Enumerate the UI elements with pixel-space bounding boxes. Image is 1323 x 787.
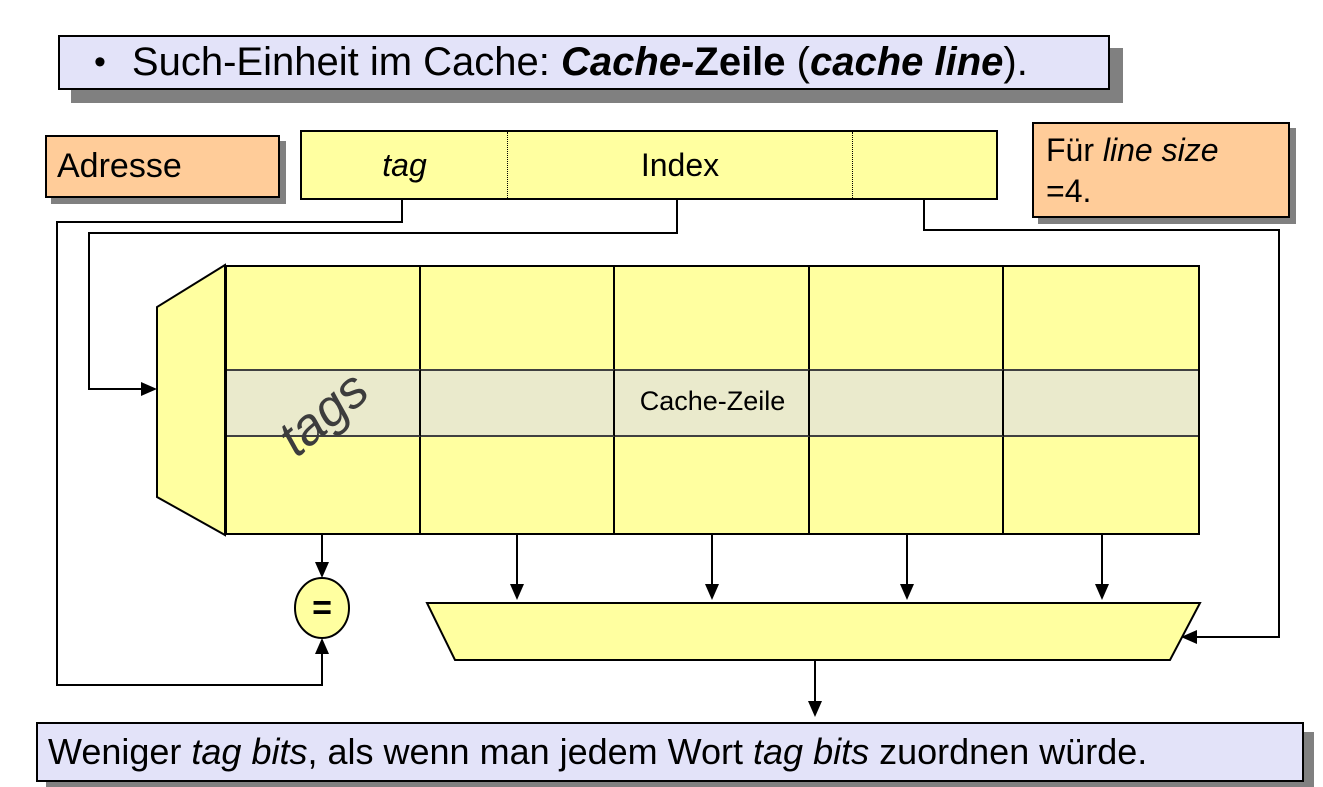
arrowhead-up-comparator xyxy=(315,638,329,654)
arrowhead-left-mux xyxy=(1181,630,1197,644)
mux-shape xyxy=(425,602,1202,661)
col1-arrowhead xyxy=(315,562,329,578)
adresse-box: Adresse xyxy=(45,135,280,198)
address-offset-field xyxy=(852,132,996,198)
bottom-note-text: Weniger tag bits, als wenn man jedem Wor… xyxy=(48,731,1148,772)
table-cell xyxy=(615,267,810,369)
table-cell xyxy=(810,437,1004,533)
cache-line-row-cell xyxy=(809,369,1004,437)
comparator-circle xyxy=(294,577,350,639)
comparator-equals-label: = xyxy=(312,588,332,627)
table-cell xyxy=(810,267,1004,369)
address-index-field: Index xyxy=(507,132,852,198)
table-cell xyxy=(1004,437,1198,533)
adresse-label: Adresse xyxy=(57,147,182,185)
offset-mux-connector xyxy=(923,200,1280,638)
bullet-icon: • xyxy=(94,43,106,81)
col2-arrowhead xyxy=(510,584,524,600)
arrowhead-right-decoder xyxy=(141,382,157,396)
title-text: Such-Einheit im Cache: Cache-Zeile (cach… xyxy=(131,40,1028,84)
cache-line-row-cell xyxy=(615,369,810,437)
title-box: • Such-Einheit im Cache: Cache-Zeile (ca… xyxy=(58,35,1110,90)
table-cell xyxy=(227,267,422,369)
cache-line-row-cell xyxy=(227,369,422,437)
tag-compare-connector xyxy=(56,200,403,686)
cache-line-row-cell xyxy=(421,369,616,437)
index-decoder-connector xyxy=(88,200,678,390)
table-cell xyxy=(615,437,810,533)
address-tag-field: tag xyxy=(382,146,427,183)
col5-arrowhead xyxy=(1095,584,1109,600)
line-size-note-line2: =4. xyxy=(1046,173,1092,209)
table-cell xyxy=(421,437,616,533)
table-cell xyxy=(227,437,422,533)
table-cell xyxy=(421,267,616,369)
address-bit-field-bar: tag Index xyxy=(300,130,998,200)
line-size-note-box: Für line size =4. xyxy=(1032,122,1290,218)
col3-arrowhead xyxy=(705,584,719,600)
cache-line-row-cell xyxy=(1003,369,1198,437)
cache-line-row-label: Cache-Zeile xyxy=(639,385,786,416)
mux-output-arrowhead xyxy=(808,701,822,717)
cache-table xyxy=(225,265,1200,535)
bottom-note-box: Weniger tag bits, als wenn man jedem Wor… xyxy=(36,722,1304,782)
table-cell xyxy=(1004,267,1198,369)
col4-arrowhead xyxy=(900,584,914,600)
line-size-note-line1: Für line size xyxy=(1046,132,1219,168)
decoder-funnel-shape xyxy=(156,263,226,537)
